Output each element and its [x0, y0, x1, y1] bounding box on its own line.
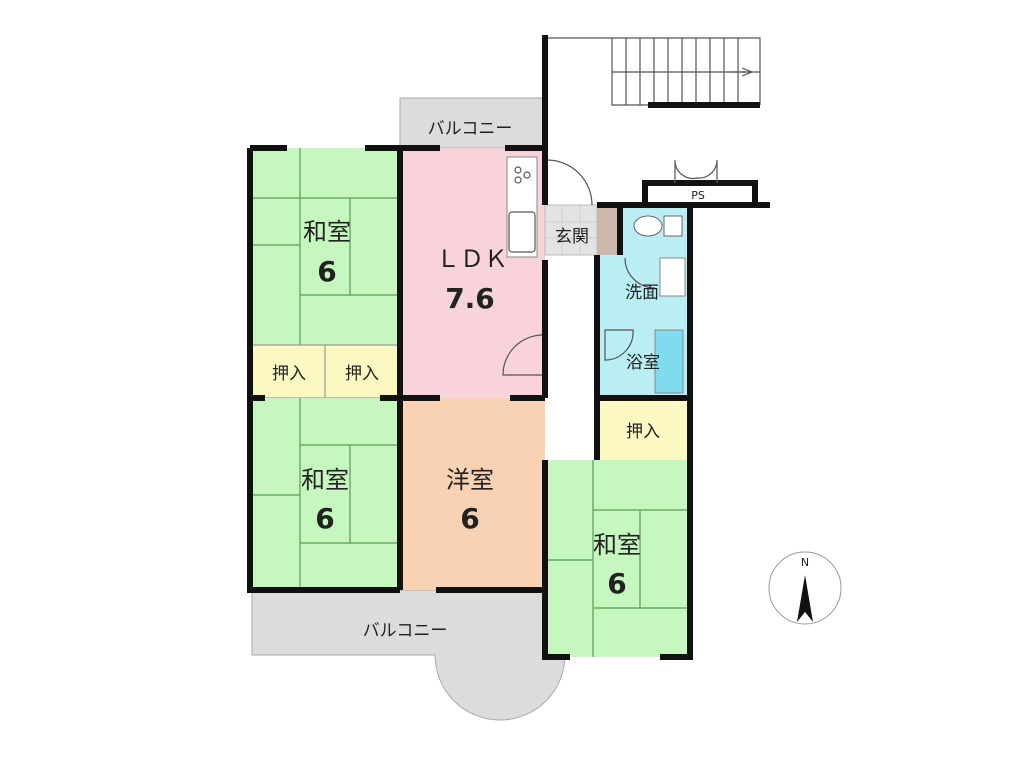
room-label: 和室: [303, 218, 351, 246]
closet-1: 押入: [251, 344, 326, 399]
balcony-bottom-label: バルコニー: [363, 621, 448, 641]
closet-label: 押入: [345, 364, 379, 384]
room-size: 7.6: [445, 282, 495, 315]
closet-3: 押入: [599, 400, 688, 460]
room-size: 6: [607, 567, 626, 600]
entrance: 玄関: [544, 159, 620, 256]
room-size: 6: [317, 255, 336, 288]
stairs-arrow-icon: [730, 67, 754, 77]
door-swing: [502, 334, 544, 376]
room-ldk: ＬＤＫ 7.6: [400, 148, 545, 398]
room-label: 和室: [593, 531, 641, 559]
stairs: [548, 37, 761, 108]
washroom: 洗面: [599, 255, 688, 322]
room-label: 和室: [301, 466, 349, 494]
entrance-door: [546, 159, 593, 206]
balcony-top-label: バルコニー: [428, 119, 513, 139]
room-washitsu-3: 和室 6: [545, 460, 690, 657]
compass-north-label: N: [801, 556, 809, 569]
washbasin-icon: [659, 257, 686, 297]
room-yoshitsu: 洋室 6: [400, 398, 545, 590]
closet-label: 押入: [272, 364, 306, 384]
washroom-label: 洗面: [625, 283, 659, 303]
room-size: 6: [460, 502, 479, 535]
bathroom: 浴室: [599, 322, 688, 398]
closet-label: 押入: [626, 422, 660, 442]
toilet: [620, 207, 688, 255]
ps-doors: [674, 159, 718, 183]
toilet-icon: [633, 215, 663, 237]
walls: [247, 35, 770, 660]
compass-icon: N: [768, 551, 842, 625]
bathroom-label: 浴室: [626, 353, 660, 373]
kitchen-counter: [506, 156, 538, 258]
closet-2: 押入: [324, 344, 401, 399]
balcony-bottom: バルコニー: [251, 589, 566, 721]
room-label: ＬＤＫ: [436, 245, 508, 273]
ps-label: PS: [691, 189, 705, 202]
room-washitsu-1: 和室 6: [250, 148, 400, 345]
room-washitsu-2: 和室 6: [250, 398, 400, 590]
room-size: 6: [315, 502, 334, 535]
room-label: 洋室: [446, 466, 494, 494]
bathtub-icon: [654, 329, 684, 394]
entrance-label: 玄関: [555, 227, 589, 247]
balcony-top: バルコニー: [399, 97, 544, 149]
sink-icon: [508, 211, 536, 253]
